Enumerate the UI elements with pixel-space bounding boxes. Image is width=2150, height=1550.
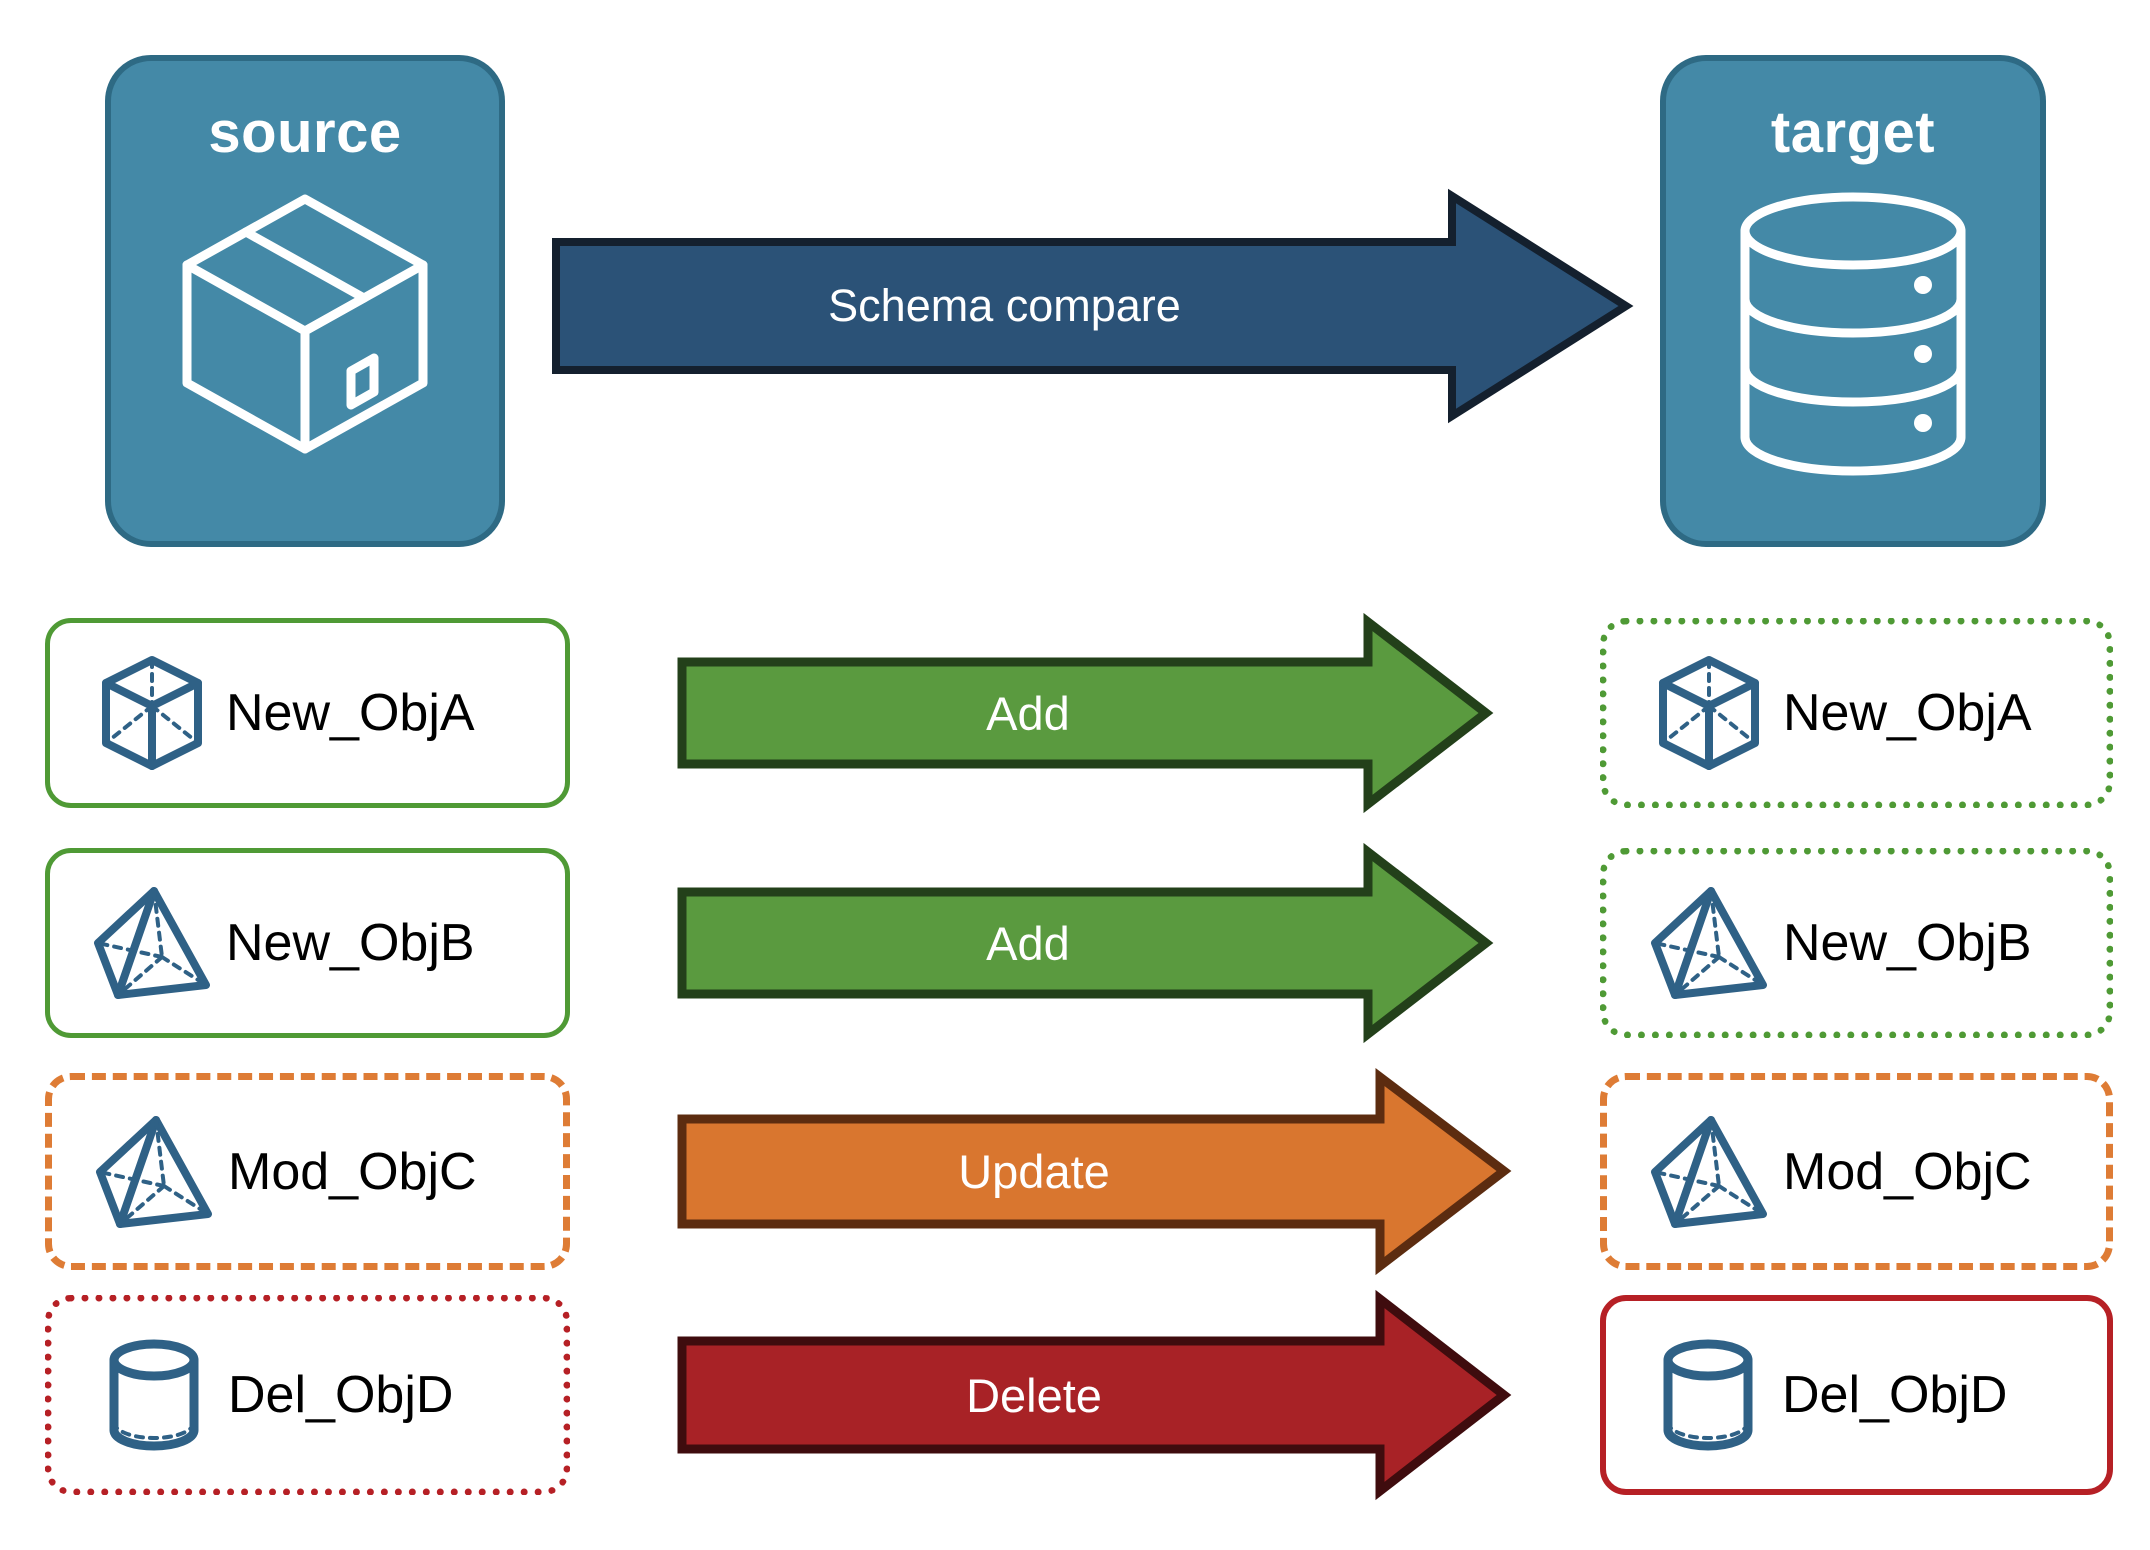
target-object-label: Del_ObjD bbox=[1782, 1366, 2008, 1424]
schema-compare-arrow[interactable]: Schema compare bbox=[552, 188, 1634, 424]
package-box-icon bbox=[111, 189, 499, 459]
source-object-label: New_ObjA bbox=[226, 684, 475, 742]
wireframe-cube-icon bbox=[1649, 654, 1769, 772]
target-object-label: New_ObjB bbox=[1783, 914, 2032, 972]
wireframe-cylinder-icon bbox=[94, 1336, 214, 1454]
endpoint-title-source: source bbox=[208, 100, 402, 165]
diff-row: New_ObjA Add New_ bbox=[0, 612, 2150, 814]
wireframe-pyramid-icon bbox=[94, 1114, 214, 1230]
diff-row: Del_ObjD Delete Del_ObjD bbox=[0, 1289, 2150, 1501]
action-arrow-add[interactable]: Add bbox=[677, 842, 1494, 1044]
source-object-card[interactable]: Mod_ObjC bbox=[45, 1073, 570, 1270]
wireframe-cube-icon bbox=[92, 654, 212, 772]
diff-row: New_ObjB Add Ne bbox=[0, 842, 2150, 1044]
source-object-label: Del_ObjD bbox=[228, 1366, 454, 1424]
target-object-label: New_ObjA bbox=[1783, 684, 2032, 742]
target-object-card[interactable]: New_ObjB bbox=[1600, 848, 2113, 1038]
wireframe-cylinder-icon bbox=[1648, 1336, 1768, 1454]
endpoint-title-target: target bbox=[1770, 100, 1936, 165]
target-object-card[interactable]: Mod_ObjC bbox=[1600, 1073, 2113, 1270]
database-cylinder-icon bbox=[1666, 189, 2040, 479]
schema-compare-arrow-label: Schema compare bbox=[828, 280, 1181, 331]
target-object-card[interactable]: New_ObjA bbox=[1600, 618, 2113, 808]
action-arrow-delete[interactable]: Delete bbox=[677, 1289, 1512, 1501]
source-object-card[interactable]: New_ObjA bbox=[45, 618, 570, 808]
action-arrow-update[interactable]: Update bbox=[677, 1067, 1512, 1276]
endpoint-card-source[interactable]: source bbox=[105, 55, 505, 547]
source-object-card[interactable]: Del_ObjD bbox=[45, 1295, 570, 1495]
action-arrow-label: Delete bbox=[966, 1368, 1102, 1422]
target-object-card[interactable]: Del_ObjD bbox=[1600, 1295, 2113, 1495]
source-object-label: New_ObjB bbox=[226, 914, 475, 972]
diff-row: Mod_ObjC Update bbox=[0, 1067, 2150, 1276]
source-object-card[interactable]: New_ObjB bbox=[45, 848, 570, 1038]
action-arrow-label: Update bbox=[958, 1145, 1110, 1198]
action-arrow-label: Add bbox=[986, 686, 1070, 740]
wireframe-pyramid-icon bbox=[1649, 1114, 1769, 1230]
source-object-label: Mod_ObjC bbox=[228, 1142, 477, 1201]
wireframe-pyramid-icon bbox=[1649, 885, 1769, 1001]
endpoint-card-target[interactable]: target bbox=[1660, 55, 2046, 547]
wireframe-pyramid-icon bbox=[92, 885, 212, 1001]
action-arrow-label: Add bbox=[986, 916, 1070, 970]
action-arrow-add[interactable]: Add bbox=[677, 612, 1494, 814]
target-object-label: Mod_ObjC bbox=[1783, 1142, 2032, 1201]
